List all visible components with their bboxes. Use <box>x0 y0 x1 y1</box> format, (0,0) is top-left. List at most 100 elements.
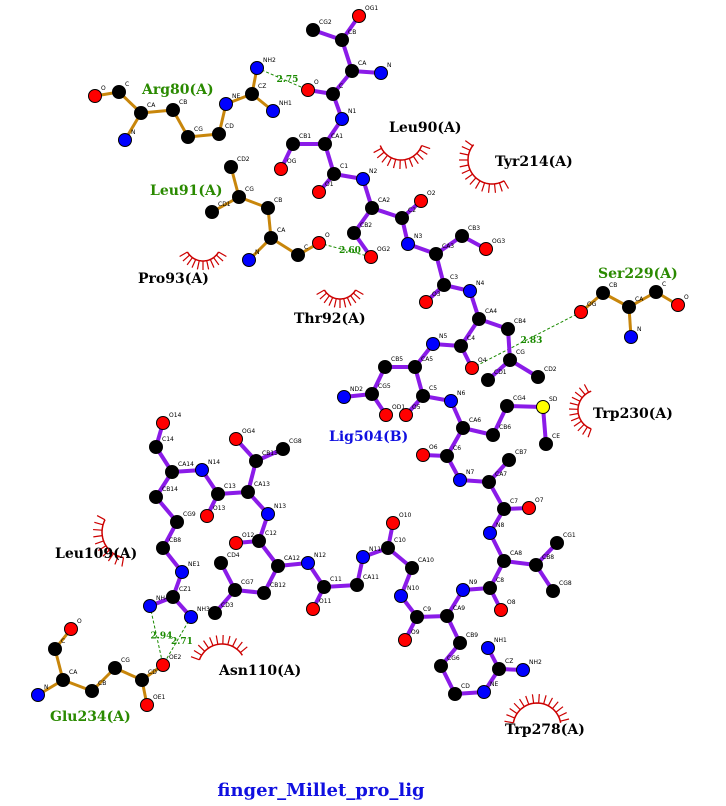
atom-label: CD <box>148 669 157 676</box>
oxygen-atom <box>419 295 433 309</box>
carbon-atom <box>108 661 122 675</box>
atom-label: NH3 <box>197 606 210 613</box>
atom-label: O <box>684 294 689 301</box>
arc-spoke <box>560 718 570 722</box>
carbon-atom <box>381 541 395 555</box>
atom-label: CB <box>609 282 617 289</box>
nitrogen-atom <box>401 237 415 251</box>
nitrogen-atom <box>426 337 440 351</box>
hydrophobic-contact-arc <box>190 634 248 661</box>
oxygen-atom <box>352 9 366 23</box>
arc-spoke <box>209 637 214 646</box>
atom-label: C8 <box>496 577 504 584</box>
atom-label: NH1 <box>494 637 507 644</box>
arc-spoke <box>474 180 481 189</box>
arc-spoke <box>93 535 103 538</box>
atom-label: O5 <box>412 404 421 411</box>
arc-curve <box>186 251 220 262</box>
arc-spoke <box>493 183 497 193</box>
atom-label: OD1 <box>392 404 405 411</box>
atom-label: CB <box>274 197 282 204</box>
carbon-atom <box>497 554 511 568</box>
atom-label: NH4 <box>156 595 169 602</box>
nitrogen-atom <box>356 172 370 186</box>
atom-label: O <box>314 79 319 86</box>
atom-label: O2 <box>427 190 436 197</box>
atom-label: N <box>387 62 392 69</box>
carbon-atom <box>448 687 462 701</box>
arc-spoke <box>236 641 243 650</box>
carbon-atom <box>252 534 266 548</box>
hydrogen-bond-line <box>256 67 309 91</box>
carbon-atom <box>327 167 341 181</box>
nitrogen-atom <box>175 565 189 579</box>
atom-label: N3 <box>414 233 422 240</box>
carbon-atom <box>410 610 424 624</box>
atom-label: CG8 <box>289 438 302 445</box>
carbon-atom <box>165 465 179 479</box>
arc-spoke <box>98 545 107 552</box>
atom-label: N <box>44 684 49 691</box>
atom-label: OG4 <box>242 428 255 435</box>
arc-curve <box>512 702 562 723</box>
arc-spoke <box>96 515 106 521</box>
atom-label: N11 <box>369 546 381 553</box>
oxygen-atom <box>229 432 243 446</box>
atom-label: CA3 <box>442 243 454 250</box>
carbon-atom <box>326 87 340 101</box>
hydrophobic-contact-arc <box>568 384 592 438</box>
arc-spoke <box>94 521 104 526</box>
hydrogen-bond-line <box>149 605 164 666</box>
oxygen-atom <box>140 698 154 712</box>
hydrophobic-contact-arc <box>373 144 431 170</box>
residue-label-tyr214: Tyr214(A) <box>495 154 573 170</box>
oxygen-atom <box>414 194 428 208</box>
nitrogen-atom <box>356 550 370 564</box>
arc-spoke <box>352 292 361 300</box>
carbon-atom <box>454 339 468 353</box>
atom-label: ND2 <box>350 386 363 393</box>
arc-spoke <box>94 540 104 545</box>
carbon-atom <box>365 387 379 401</box>
carbon-atom <box>48 642 62 656</box>
arc-spoke <box>350 295 357 304</box>
residue-label-leu109: Leu109(A) <box>55 546 137 562</box>
carbon-atom <box>264 231 278 245</box>
atom-label: N12 <box>314 552 326 559</box>
atom-label: CZ1 <box>179 586 191 593</box>
oxygen-atom <box>312 236 326 250</box>
arc-spoke <box>218 251 227 258</box>
carbon-atom <box>472 312 486 326</box>
arc-spoke <box>587 428 592 438</box>
atom-label: N1 <box>348 108 356 115</box>
arc-spoke <box>555 706 564 713</box>
atom-label: CB <box>98 680 106 687</box>
atom-label: C13 <box>224 483 236 490</box>
hydrophobic-contact-arc <box>504 694 570 724</box>
arc-curve <box>379 145 423 161</box>
arc-spoke <box>571 396 581 402</box>
atom-label: CB4 <box>514 318 526 325</box>
carbon-atom <box>482 475 496 489</box>
atom-label: CB6 <box>499 424 511 431</box>
nitrogen-atom <box>195 463 209 477</box>
atom-label: CA14 <box>178 461 194 468</box>
residue-label-asn110: Asn110(A) <box>218 663 301 679</box>
arc-spoke <box>469 177 477 185</box>
arc-spoke <box>373 147 382 154</box>
arc-spoke <box>408 158 414 167</box>
atom-label: CG4 <box>513 395 526 402</box>
arc-spoke <box>191 259 197 268</box>
carbon-atom <box>550 536 564 550</box>
atom-label: N2 <box>369 168 377 175</box>
arc-spoke <box>231 638 238 647</box>
oxygen-atom <box>64 622 78 636</box>
arc-spoke <box>506 714 515 719</box>
arc-spoke <box>404 159 407 169</box>
atom-label: NH2 <box>263 57 276 64</box>
nitrogen-atom <box>301 556 315 570</box>
atom-label: CB7 <box>515 449 527 456</box>
atom-label: CD4 <box>227 552 240 559</box>
arc-spoke <box>547 697 554 707</box>
carbon-atom <box>456 421 470 435</box>
